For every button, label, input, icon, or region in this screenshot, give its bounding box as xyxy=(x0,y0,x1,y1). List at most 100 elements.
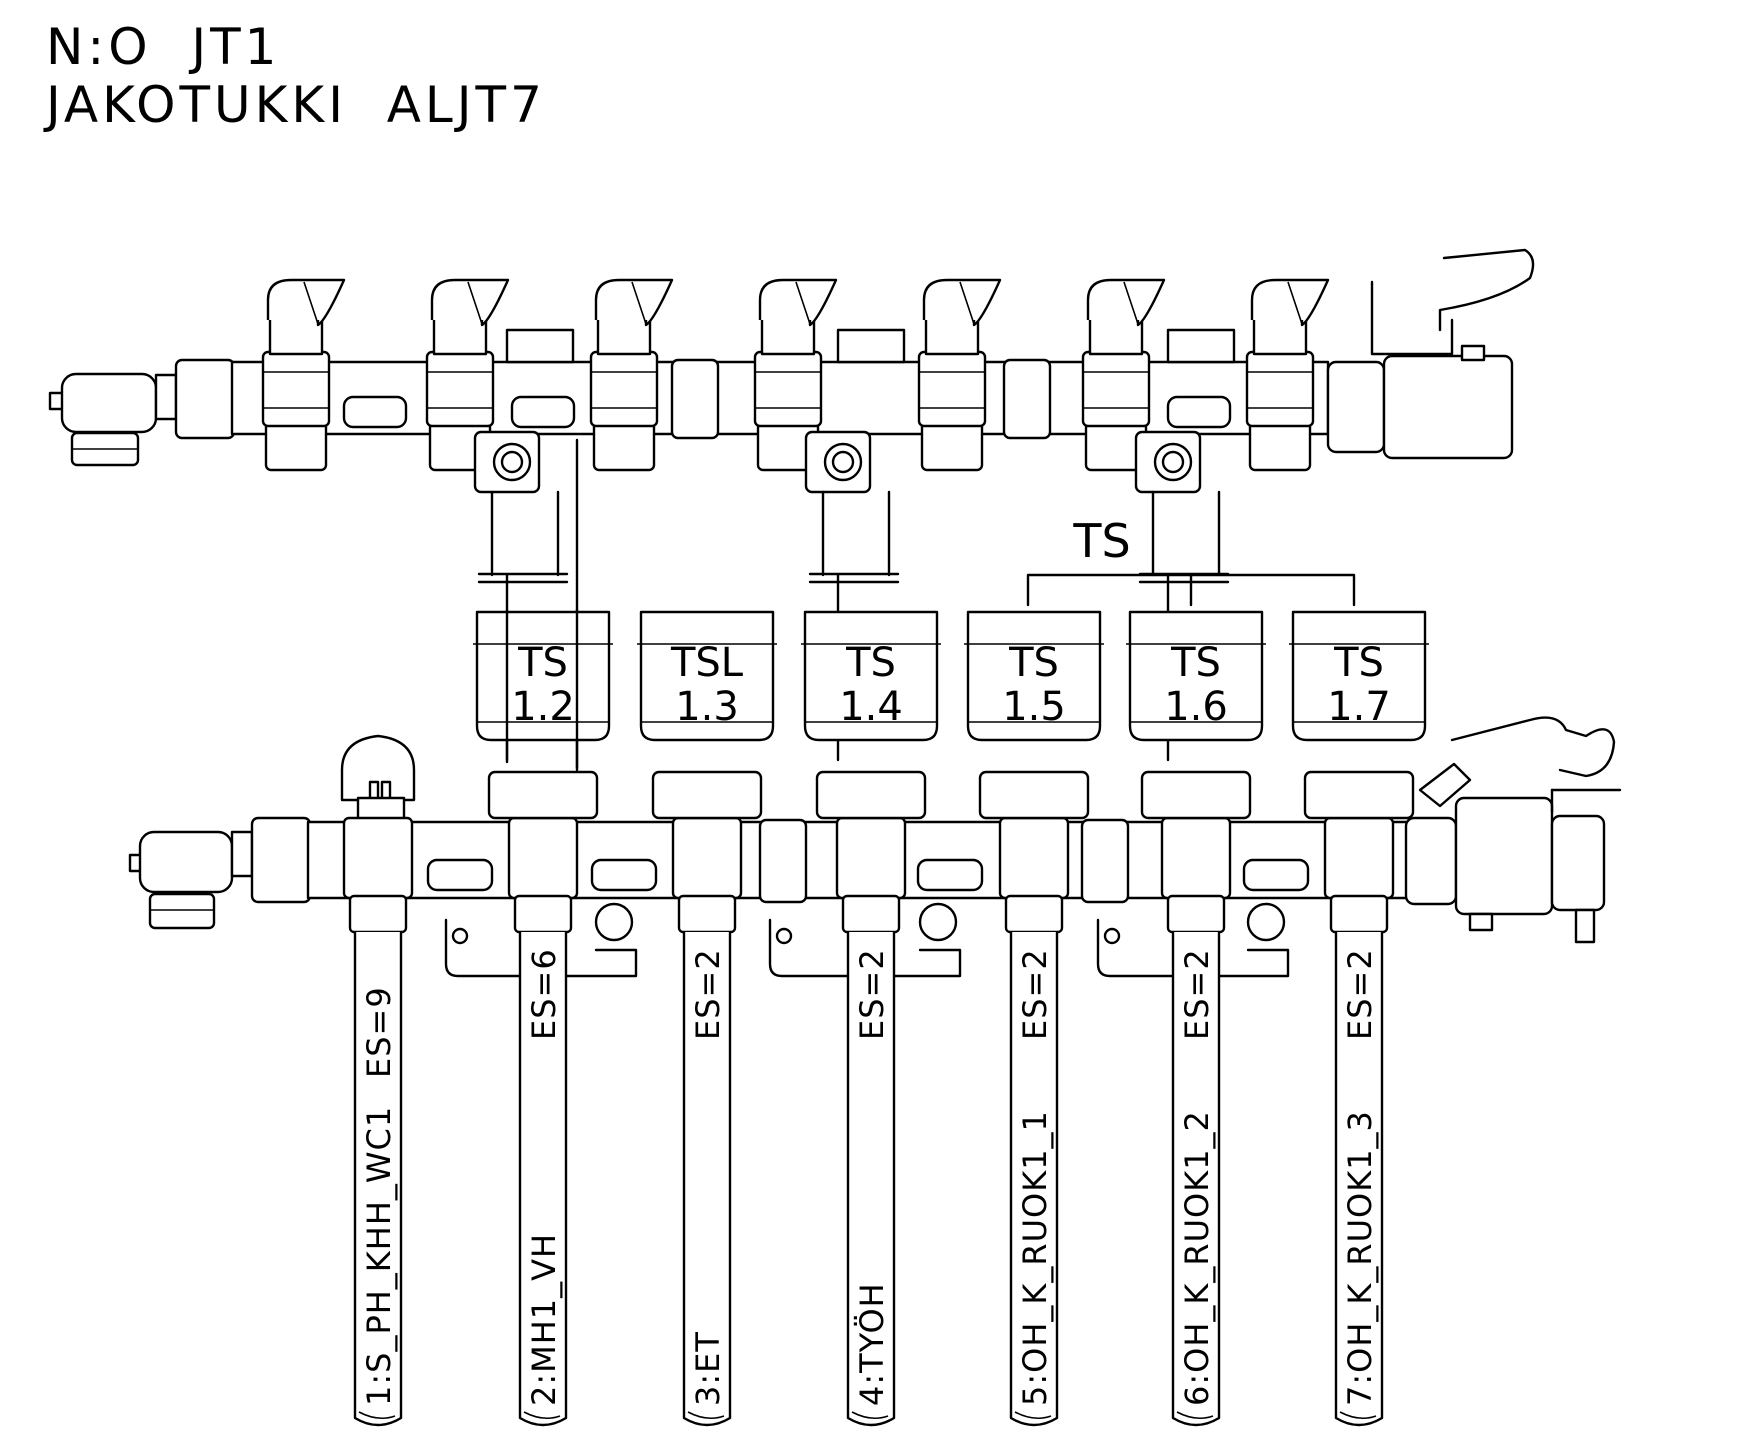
bar-tab xyxy=(1166,328,1236,364)
actuator-number: 1.3 xyxy=(675,684,739,730)
valve-core xyxy=(500,450,524,474)
bar-collar xyxy=(758,818,808,904)
elbow xyxy=(594,278,674,327)
outlet-nut xyxy=(920,418,984,472)
outlet-neck xyxy=(760,316,816,356)
drawing-number: N:O JT1 xyxy=(46,18,281,76)
bar-collar xyxy=(1080,818,1130,904)
pipe-end-cut xyxy=(1176,1411,1214,1420)
drawing-title: JAKOTUKKI ALJT7 xyxy=(46,76,546,134)
loop-es: ES=2 xyxy=(689,948,727,1040)
drain-nub xyxy=(1468,912,1494,932)
actuator-neck xyxy=(651,770,763,820)
pipe xyxy=(1009,932,1059,1427)
drain-valve xyxy=(1418,762,1472,808)
outlet-body xyxy=(753,350,823,428)
bar-tab xyxy=(505,328,575,364)
mount-ring xyxy=(594,902,634,942)
bar-collar xyxy=(670,358,720,440)
loop-es: ES=6 xyxy=(525,948,563,1040)
return-outlet-body xyxy=(835,816,907,900)
actuator-links xyxy=(473,430,1356,770)
mount-bracket xyxy=(444,918,638,978)
outlet-neck xyxy=(268,316,324,356)
end-cap xyxy=(1326,360,1386,454)
outlet-body xyxy=(589,350,659,428)
air-vent-cap xyxy=(340,734,416,802)
loop-pipes: 1:S_PH_KHH_WC1ES=92:MH1_VHES=63:ETES=24:… xyxy=(353,932,1384,1427)
return-outlet-body xyxy=(1323,816,1395,900)
loop-name: 1:S_PH_KHH_WC1 xyxy=(360,1106,398,1406)
inlet-press-fitting xyxy=(60,372,158,434)
end-valve-body xyxy=(1454,796,1554,916)
pipe-end-cut xyxy=(358,1411,396,1420)
bar-slot xyxy=(342,395,408,429)
outlet-neck xyxy=(1252,316,1308,356)
return-outlet-body xyxy=(1160,816,1232,900)
end-valve-handle xyxy=(1450,716,1616,778)
bar-slot xyxy=(426,858,494,892)
elbow xyxy=(922,278,1002,327)
vent-body xyxy=(1382,354,1514,460)
mount-ring xyxy=(918,902,958,942)
elbow xyxy=(758,278,838,327)
bar-slot xyxy=(1166,395,1232,429)
outlet-nut xyxy=(264,418,328,472)
pipe-end-cut xyxy=(1014,1411,1052,1420)
actuator-neck xyxy=(1140,770,1252,820)
bar-slot xyxy=(510,395,576,429)
vent-knob xyxy=(1460,344,1486,362)
elbow-inner xyxy=(959,281,975,325)
inlet-press-fitting xyxy=(138,830,234,894)
loop-name: 6:OH_K_RUOK1_2 xyxy=(1178,1110,1216,1406)
elbow xyxy=(266,278,346,327)
outlet-neck xyxy=(924,316,980,356)
elbow xyxy=(430,278,510,327)
actuator-number: 1.6 xyxy=(1164,684,1228,730)
actuator-neck xyxy=(815,770,927,820)
loop-es: ES=2 xyxy=(1178,948,1216,1040)
inlet-body xyxy=(250,816,312,904)
mount-bracket xyxy=(768,918,962,978)
actuator-type: TSL xyxy=(670,640,744,686)
end-valve-knob xyxy=(1550,814,1606,912)
elbow-inner xyxy=(467,281,483,325)
actuator-type: TS xyxy=(1333,640,1384,686)
elbow-inner xyxy=(1287,281,1303,325)
return-outlet-nut xyxy=(841,894,901,934)
return-outlet-nut xyxy=(677,894,737,934)
bar-slot xyxy=(916,858,984,892)
mount-hole xyxy=(775,927,793,945)
outlet-neck xyxy=(596,316,652,356)
return-outlet-nut xyxy=(1004,894,1064,934)
valve-core xyxy=(1161,450,1185,474)
outlet-body xyxy=(425,350,495,428)
outlet-body xyxy=(1245,350,1315,428)
ts-group-label: TS xyxy=(1072,514,1130,568)
outlet-neck xyxy=(1088,316,1144,356)
actuator-type: TS xyxy=(1008,640,1059,686)
pipe-end-cut xyxy=(851,1411,889,1420)
bar-tab xyxy=(836,328,906,364)
mount-hole xyxy=(451,927,469,945)
loop-name: 4:TYÖH xyxy=(853,1282,891,1406)
return-outlet-nut xyxy=(513,894,573,934)
mount-hole xyxy=(1103,927,1121,945)
pipe xyxy=(353,932,403,1427)
return-outlet-body xyxy=(998,816,1070,900)
bar-collar xyxy=(1002,358,1052,440)
loop-es: ES=2 xyxy=(853,948,891,1040)
elbow xyxy=(1250,278,1330,327)
actuator-number: 1.2 xyxy=(511,684,575,730)
pipe xyxy=(1334,932,1384,1427)
return-outlet-nut xyxy=(1329,894,1389,934)
loop-name: 2:MH1_VH xyxy=(525,1233,563,1406)
return-outlet-body xyxy=(671,816,743,900)
actuator-neck xyxy=(487,770,599,820)
loop-es: ES=2 xyxy=(1016,948,1054,1040)
outlet-nut xyxy=(592,418,656,472)
outlet-body xyxy=(261,350,331,428)
outlet-nut xyxy=(1248,418,1312,472)
actuator-neck xyxy=(1303,770,1415,820)
elbow-inner xyxy=(795,281,811,325)
